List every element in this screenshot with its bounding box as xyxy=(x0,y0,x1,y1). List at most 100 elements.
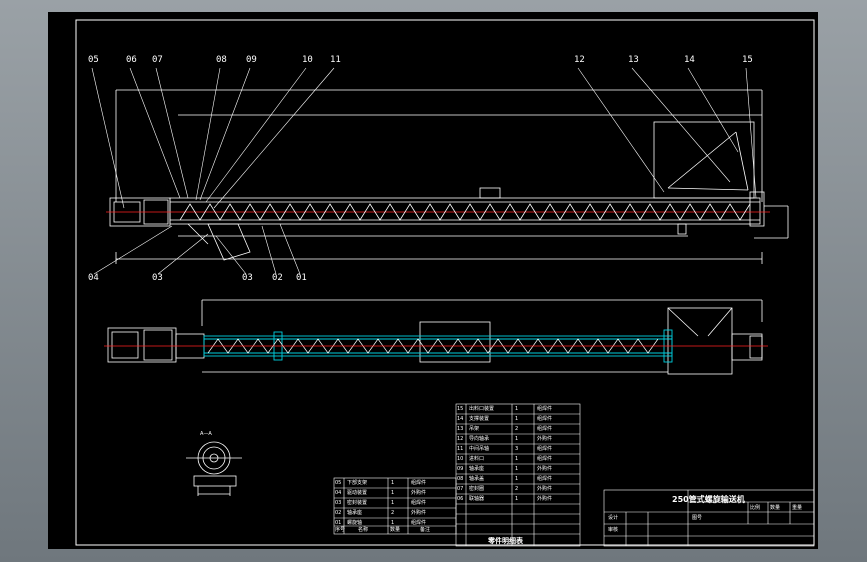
parts-right-row-2-col-2: 2 xyxy=(515,426,519,432)
drawing-border xyxy=(75,19,815,546)
part-number-03-b: 03 xyxy=(242,273,253,283)
parts-right-row-2-col-3: 组焊件 xyxy=(537,426,553,432)
part-number-04: 04 xyxy=(88,273,99,283)
parts-right-row-0-col-0: 15 xyxy=(457,406,464,412)
part-number-11: 11 xyxy=(330,55,341,65)
parts-right-row-0-col-3: 组焊件 xyxy=(537,406,553,412)
parts-left-row-4-col-3: 组焊件 xyxy=(411,520,427,526)
parts-right-row-3-col-1: 导向轴承 xyxy=(469,436,490,442)
parts-left-row-1-col-2: 1 xyxy=(391,490,395,496)
parts-left-row-0-col-0: 05 xyxy=(335,480,342,486)
parts-right-row-7-col-1: 轴承盖 xyxy=(469,476,485,482)
part-leaders-bottom xyxy=(93,223,301,275)
part-number-06: 06 xyxy=(126,55,137,65)
parts-right-row-6-col-2: 1 xyxy=(515,466,519,472)
drawing-title: 250管式螺旋输送机 xyxy=(672,495,745,504)
parts-right-row-0-col-1: 出料口装置 xyxy=(469,406,495,412)
title-block-label-qty: 数量 xyxy=(770,505,781,511)
part-number-10: 10 xyxy=(302,55,313,65)
part-number-13: 13 xyxy=(628,55,639,65)
parts-right-row-6-col-3: 外购件 xyxy=(537,466,553,472)
parts-right-row-8-col-3: 外购件 xyxy=(537,486,553,492)
parts-left-row-4-col-0: 01 xyxy=(335,520,342,526)
parts-right-row-0-col-2: 1 xyxy=(515,406,519,412)
parts-right-row-4-col-2: 3 xyxy=(515,446,519,452)
title-block xyxy=(603,489,815,547)
title-block-label-design: 设计 xyxy=(608,515,619,521)
plan-outlet-box xyxy=(667,307,733,375)
parts-right-row-2-col-0: 13 xyxy=(457,426,464,432)
parts-table-right xyxy=(455,403,581,547)
part-number-14: 14 xyxy=(684,55,695,65)
parts-right-row-1-col-0: 14 xyxy=(457,416,464,422)
parts-right-row-4-col-0: 11 xyxy=(457,446,464,452)
parts-left-row-0-col-1: 下部支架 xyxy=(347,480,368,486)
parts-header-name: 名称 xyxy=(358,527,369,533)
conveyor-tube xyxy=(169,197,761,225)
parts-left-row-1-col-3: 外购件 xyxy=(411,490,427,496)
parts-right-row-8-col-0: 07 xyxy=(457,486,464,492)
parts-right-row-1-col-3: 组焊件 xyxy=(537,416,553,422)
drawing-canvas xyxy=(75,19,815,547)
parts-right-row-6-col-0: 09 xyxy=(457,466,464,472)
parts-left-row-4-col-2: 1 xyxy=(391,520,395,526)
parts-left-row-0-col-2: 1 xyxy=(391,480,395,486)
parts-right-row-3-col-3: 外购件 xyxy=(537,436,553,442)
title-block-label-scale: 比例 xyxy=(750,505,761,511)
elevation-auger-flight xyxy=(179,203,751,221)
parts-right-row-8-col-2: 2 xyxy=(515,486,519,492)
parts-right-row-7-col-2: 1 xyxy=(515,476,519,482)
elevation-view xyxy=(109,89,789,264)
parts-right-row-4-col-3: 组焊件 xyxy=(537,446,553,452)
parts-left-row-0-col-3: 组焊件 xyxy=(411,480,427,486)
part-number-05: 05 xyxy=(88,55,99,65)
parts-right-row-1-col-1: 支撑装置 xyxy=(469,416,490,422)
parts-left-row-2-col-3: 组焊件 xyxy=(411,500,427,506)
parts-left-row-1-col-1: 驱动装置 xyxy=(347,490,368,496)
parts-left-row-4-col-1: 螺旋轴 xyxy=(347,520,363,526)
parts-right-row-5-col-1: 进料口 xyxy=(469,456,485,462)
part-number-15: 15 xyxy=(742,55,753,65)
parts-right-row-5-col-0: 10 xyxy=(457,456,464,462)
part-leaders-top xyxy=(91,67,757,209)
parts-header-qty: 数量 xyxy=(390,527,401,533)
parts-right-row-7-col-0: 08 xyxy=(457,476,464,482)
parts-table-left xyxy=(333,477,457,535)
plan-motor xyxy=(107,327,177,363)
drawing-sheet: 05 06 07 08 09 10 11 12 13 14 15 04 03 0… xyxy=(48,12,818,549)
parts-right-row-7-col-3: 组焊件 xyxy=(537,476,553,482)
part-number-02: 02 xyxy=(272,273,283,283)
part-number-09: 09 xyxy=(246,55,257,65)
inlet-hopper xyxy=(207,223,251,261)
title-block-label-drawing-no: 图号 xyxy=(692,515,703,521)
parts-left-row-2-col-2: 1 xyxy=(391,500,395,506)
parts-right-row-6-col-1: 轴承座 xyxy=(469,466,485,472)
parts-right-row-2-col-1: 吊架 xyxy=(469,426,480,432)
plan-view xyxy=(107,299,763,375)
part-number-07: 07 xyxy=(152,55,163,65)
title-block-label-weight: 重量 xyxy=(792,505,803,511)
parts-header-note: 备注 xyxy=(420,527,431,533)
parts-left-row-2-col-0: 03 xyxy=(335,500,342,506)
parts-left-row-3-col-2: 2 xyxy=(391,510,395,516)
parts-right-row-5-col-2: 1 xyxy=(515,456,519,462)
parts-right-row-9-col-2: 1 xyxy=(515,496,519,502)
parts-right-row-3-col-0: 12 xyxy=(457,436,464,442)
section-label: A—A xyxy=(200,431,212,437)
parts-header-no: 序号 xyxy=(335,527,346,533)
parts-left-row-1-col-0: 04 xyxy=(335,490,342,496)
part-number-03-a: 03 xyxy=(152,273,163,283)
parts-right-row-1-col-2: 1 xyxy=(515,416,519,422)
part-number-12: 12 xyxy=(574,55,585,65)
parts-left-row-3-col-0: 02 xyxy=(335,510,342,516)
parts-list-title: 零件明细表 xyxy=(488,537,523,545)
parts-right-row-9-col-3: 外购件 xyxy=(537,496,553,502)
parts-left-row-3-col-1: 轴承座 xyxy=(347,510,363,516)
parts-right-row-4-col-1: 中间吊轴 xyxy=(469,446,490,452)
parts-right-row-9-col-0: 06 xyxy=(457,496,464,502)
parts-right-row-9-col-1: 联轴器 xyxy=(469,496,485,502)
parts-right-row-5-col-3: 组焊件 xyxy=(537,456,553,462)
section-view xyxy=(186,441,242,496)
part-number-01: 01 xyxy=(296,273,307,283)
